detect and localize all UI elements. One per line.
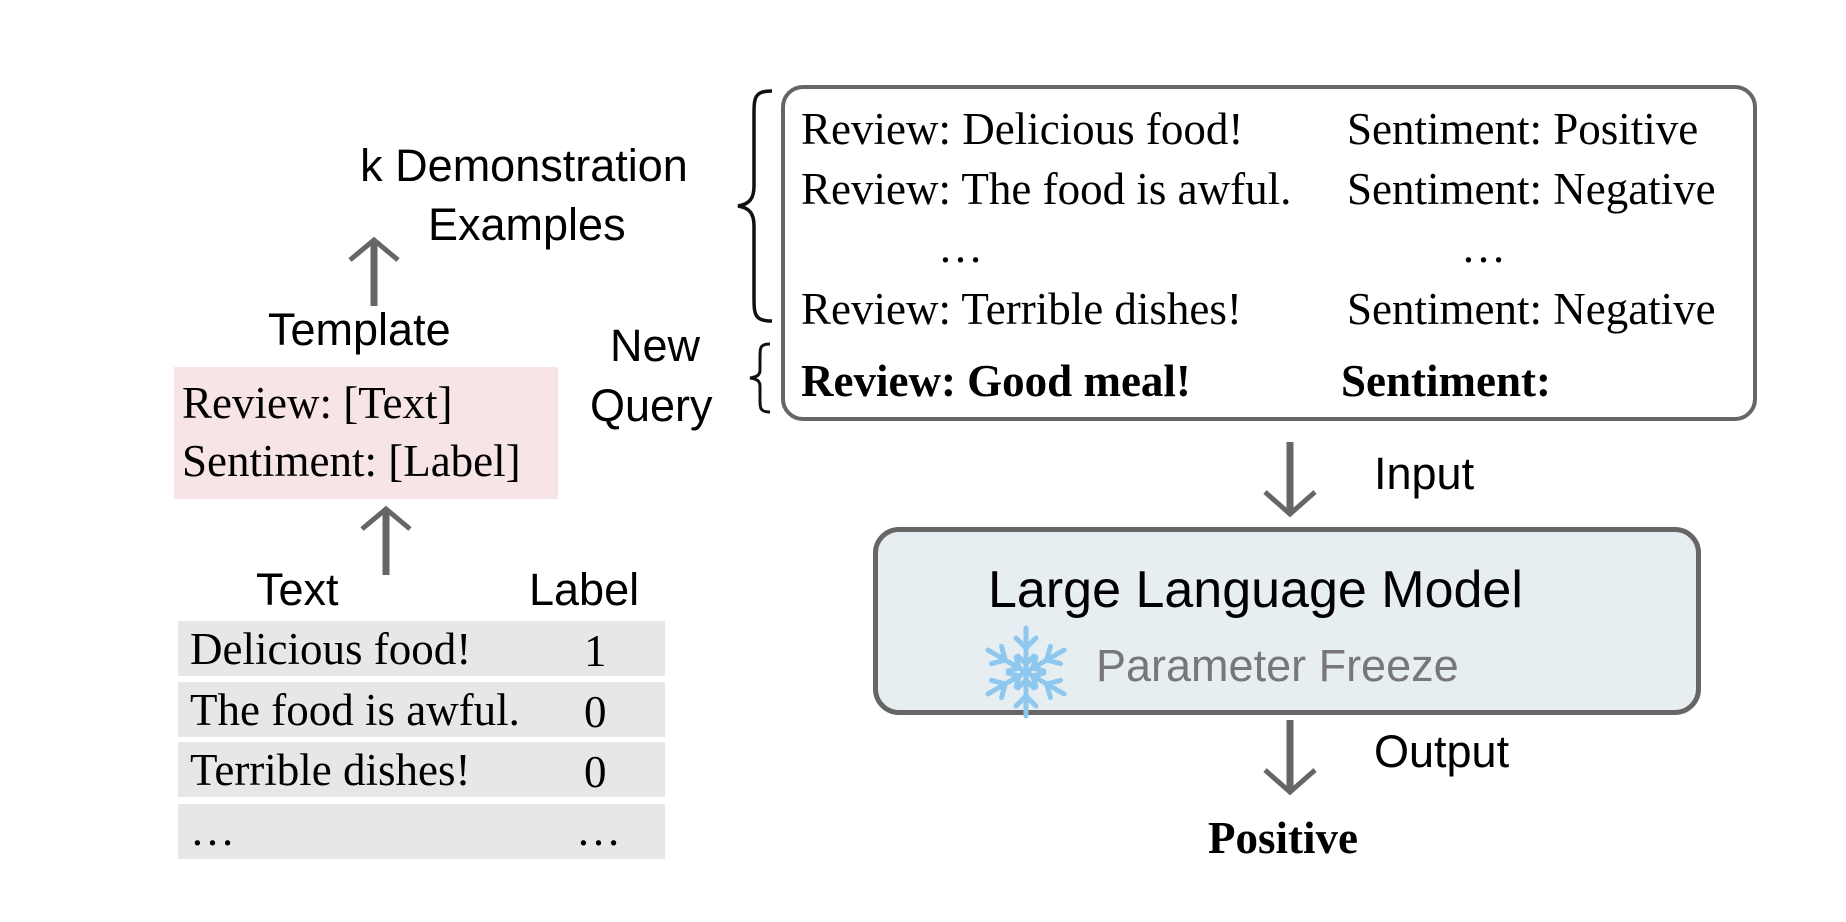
table-cell-text: … (190, 805, 235, 855)
k-demonstration-label: k Demonstration (344, 140, 704, 192)
demo-review-3: Review: Terrible dishes! (801, 284, 1242, 334)
table-cell-text: The food is awful. (190, 685, 520, 735)
query-review: Review: Good meal! (801, 356, 1191, 406)
snowflake-icon (985, 625, 1067, 719)
k-demonstration-line1: k Demonstration (360, 140, 688, 191)
table-cell-label: … (576, 805, 621, 855)
query-sentiment: Sentiment: (1341, 356, 1551, 406)
demo-review-ellipsis: … (938, 222, 983, 272)
query-brace (749, 342, 771, 414)
table-row: Terrible dishes! 0 (178, 742, 665, 797)
input-label: Input (1374, 448, 1475, 499)
table-row: The food is awful. 0 (178, 682, 665, 737)
examples-label: Examples (428, 199, 626, 250)
demonstration-box: Review: Delicious food! Sentiment: Posit… (781, 85, 1757, 421)
demo-review-1: Review: Delicious food! (801, 104, 1244, 154)
template-line-sentiment: Sentiment: [Label] (182, 436, 521, 486)
arrow-up-icon (360, 505, 412, 575)
output-result: Positive (1208, 813, 1358, 863)
arrow-up-icon (348, 236, 400, 306)
table-cell-text: Delicious food! (190, 624, 472, 674)
text-column-header: Text (256, 564, 339, 615)
demonstration-brace (737, 89, 773, 323)
template-title: Template (268, 304, 451, 355)
demo-sentiment-ellipsis: … (1461, 222, 1506, 272)
demo-sentiment-1: Sentiment: Positive (1347, 104, 1699, 154)
demo-sentiment-2: Sentiment: Negative (1347, 164, 1716, 214)
table-cell-label: 0 (584, 747, 607, 797)
table-row: … … (178, 804, 665, 859)
label-column-header: Label (529, 564, 640, 615)
table-row: Delicious food! 1 (178, 621, 665, 676)
new-query-line2: Query (590, 380, 713, 431)
arrow-down-icon (1263, 442, 1317, 518)
demo-sentiment-3: Sentiment: Negative (1347, 284, 1716, 334)
output-label: Output (1374, 726, 1510, 777)
new-query-line1: New (610, 320, 701, 371)
template-box: Review: [Text] Sentiment: [Label] (174, 367, 558, 499)
template-line-review: Review: [Text] (182, 378, 453, 428)
llm-subtitle: Parameter Freeze (1096, 640, 1459, 691)
table-cell-text: Terrible dishes! (190, 745, 471, 795)
llm-box: Large Language Model (873, 527, 1701, 719)
table-cell-label: 0 (584, 687, 607, 737)
arrow-down-icon (1263, 720, 1317, 796)
llm-title: Large Language Model (988, 561, 1523, 619)
demo-review-2: Review: The food is awful. (801, 164, 1292, 214)
table-cell-label: 1 (584, 626, 607, 676)
